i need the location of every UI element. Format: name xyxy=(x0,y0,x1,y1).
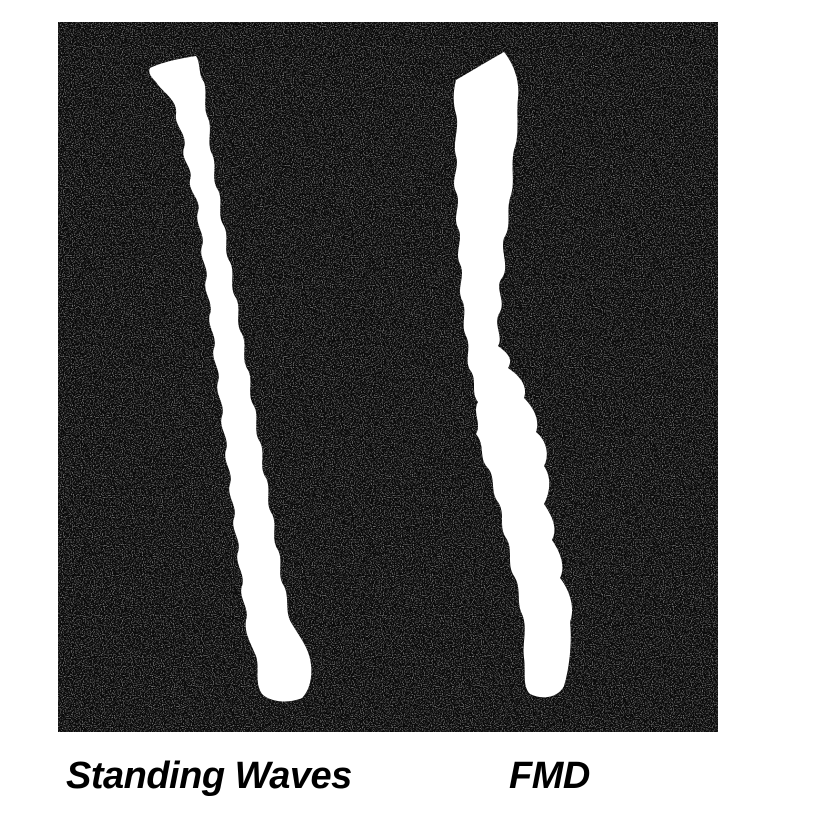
image-svg xyxy=(58,22,718,732)
caption-fmd: FMD xyxy=(509,755,590,797)
standing-waves-band xyxy=(149,56,312,702)
fmd-band xyxy=(453,52,573,698)
caption-standing-waves: Standing Waves xyxy=(66,755,352,797)
image-panel xyxy=(58,22,718,732)
noise-texture xyxy=(58,22,718,732)
